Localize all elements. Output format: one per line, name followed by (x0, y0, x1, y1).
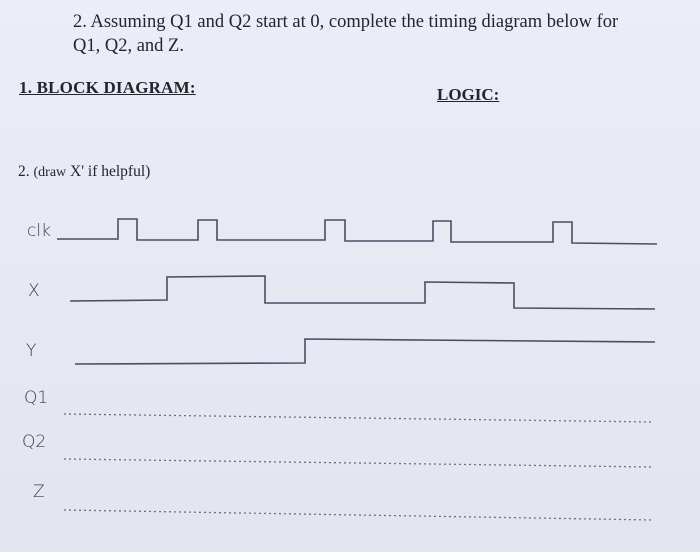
clk-label: clk (27, 221, 51, 241)
part2-number: 2. (18, 163, 30, 180)
z-answer-line (63, 509, 653, 521)
y-waveform (74, 338, 656, 365)
q2-label: Q2 (22, 432, 47, 452)
question-text: 2. Assuming Q1 and Q2 start at 0, comple… (73, 10, 683, 58)
part2-note: (draw (33, 165, 67, 180)
q2-answer-line (63, 458, 653, 468)
part2-note-rest: X' if helpful) (70, 163, 151, 180)
x-label: X (28, 281, 40, 301)
part2-instruction: 2. (draw X' if helpful) (18, 163, 150, 181)
question-line-2: Q1, Q2, and Z. (73, 36, 184, 56)
x-waveform (69, 275, 656, 310)
q1-answer-line (63, 413, 653, 423)
block-diagram-heading: 1. BLOCK DIAGRAM: (19, 78, 196, 97)
question-line-1: 2. Assuming Q1 and Q2 start at 0, comple… (73, 12, 619, 32)
q1-label: Q1 (24, 388, 49, 408)
logic-heading: LOGIC: (437, 85, 500, 104)
z-label: Z (33, 482, 45, 502)
y-label: Y (26, 341, 37, 361)
clk-waveform (57, 218, 658, 245)
